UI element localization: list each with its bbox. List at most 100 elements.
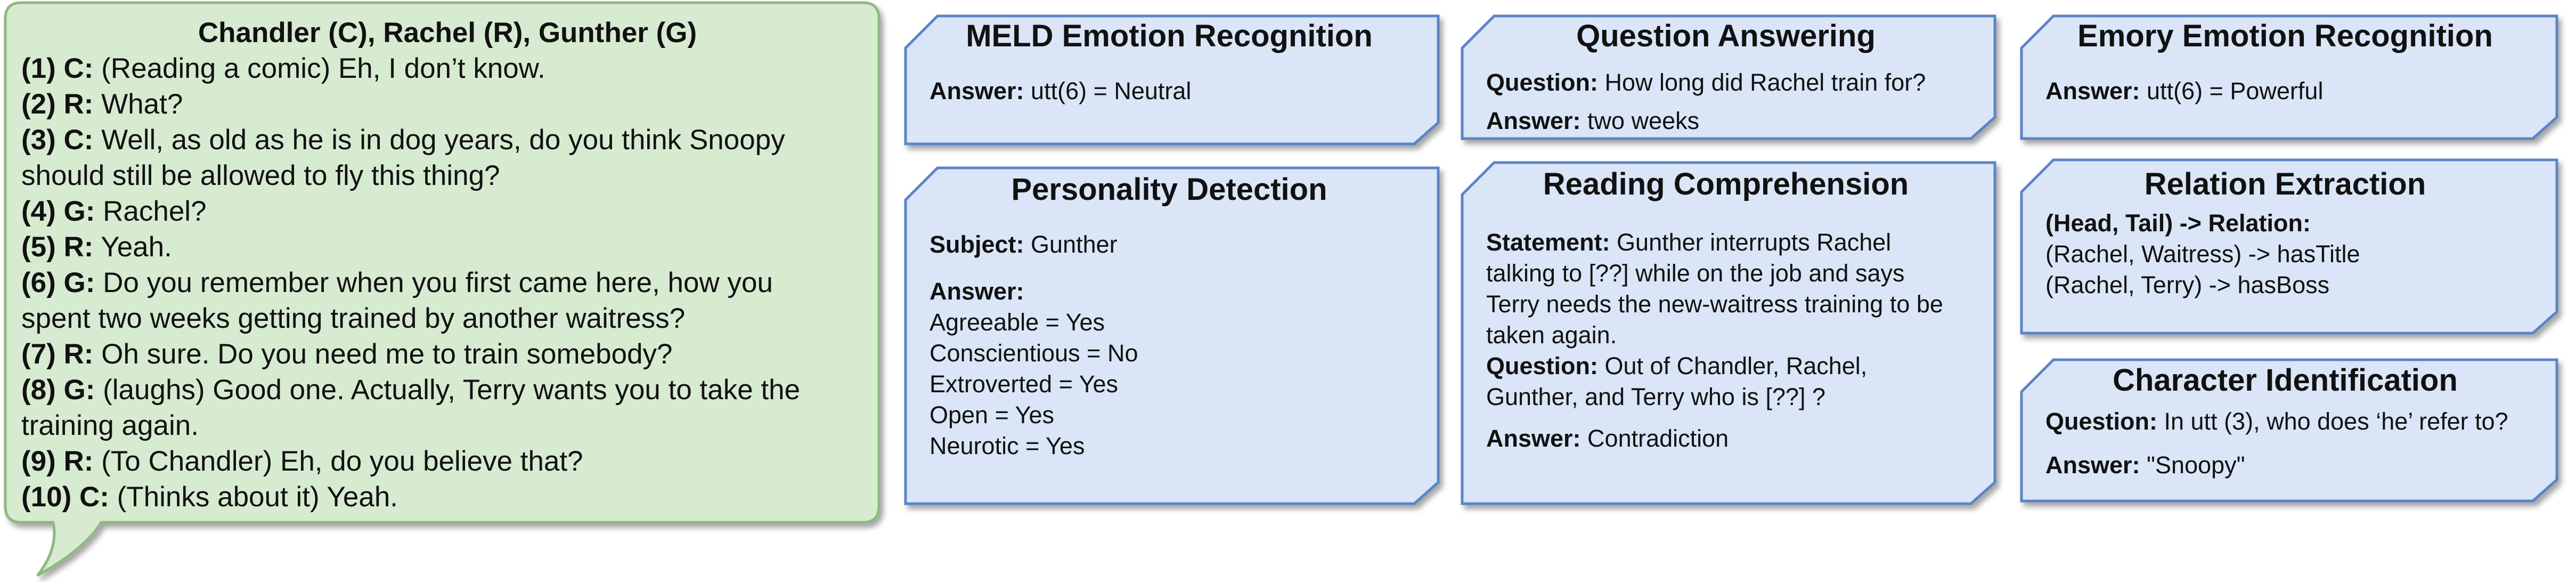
qa-box-shape xyxy=(1461,14,1996,140)
dialogue-turn: (4) G: Rachel? xyxy=(21,193,874,229)
speaker-tag: (1) C: xyxy=(21,53,94,84)
answer-label: Answer: xyxy=(1486,425,1581,452)
utterance-text: should still be allowed to fly this thin… xyxy=(21,160,500,191)
subject-value: Gunther xyxy=(1024,231,1118,258)
trait-row: Open = Yes xyxy=(930,401,1054,429)
answer-value: "Snoopy" xyxy=(2140,451,2245,479)
speaker-tag: (5) R: xyxy=(21,231,94,263)
meld-title: MELD Emotion Recognition xyxy=(966,19,1373,53)
qa-answer: Answer: two weeks xyxy=(1486,106,1966,136)
question-label: Question: xyxy=(1486,69,1598,96)
statement-label: Statement: xyxy=(1486,229,1610,256)
dialogue-turn-continued: spent two weeks getting trained by anoth… xyxy=(21,301,874,336)
statement-line: Statement: Gunther interrupts Rachel xyxy=(1486,227,1966,258)
relation-row: (Rachel, Terry) -> hasBoss xyxy=(2045,271,2330,298)
dialogue-turn: (8) G: (laughs) Good one. Actually, Terr… xyxy=(21,372,874,408)
emory-box-shape xyxy=(2020,14,2558,140)
meld-emotion-box: MELD Emotion Recognition Answer: utt(6) … xyxy=(930,17,1409,107)
relation-row: (Rachel, Waitress) -> hasTitle xyxy=(2045,240,2360,268)
dialogue-turn: (6) G: Do you remember when you first ca… xyxy=(21,265,874,301)
relation-extraction-box: Relation Extraction (Head, Tail) -> Rela… xyxy=(2045,165,2525,301)
speaker-tag: (3) C: xyxy=(21,124,94,156)
speaker-tag: (9) R: xyxy=(21,446,94,477)
question-label: Question: xyxy=(1486,352,1598,379)
dialogue-turn: (3) C: Well, as old as he is in dog year… xyxy=(21,122,874,158)
dialogue-turn: (5) R: Yeah. xyxy=(21,229,874,265)
trait-row: Conscientious = No xyxy=(930,340,1138,367)
speaker-tag: (10) C: xyxy=(21,481,109,513)
qa-question: Question: How long did Rachel train for? xyxy=(1486,67,1966,98)
dialogue-turn: (7) R: Oh sure. Do you need me to train … xyxy=(21,336,874,372)
dialogue-turn: (1) C: (Reading a comic) Eh, I don’t kno… xyxy=(21,51,874,86)
statement-line: talking to [??] while on the job and say… xyxy=(1486,260,1905,287)
speaker-tag: (7) R: xyxy=(21,338,94,370)
speaker-tag: (2) R: xyxy=(21,88,94,120)
dialogue-turn-continued: should still be allowed to fly this thin… xyxy=(21,158,874,193)
utterance-text: (To Chandler) Eh, do you believe that? xyxy=(93,446,583,477)
utterance-text: Well, as old as he is in dog years, do y… xyxy=(93,124,785,156)
utterance-text: Do you remember when you first came here… xyxy=(95,267,773,298)
personality-detection-box: Personality Detection Subject: Gunther A… xyxy=(930,171,1409,462)
dialogue-bubble xyxy=(4,1,881,577)
personality-box-shape xyxy=(904,166,1440,505)
question-value: How long did Rachel train for? xyxy=(1598,69,1926,96)
dialogue-turn-continued: training again. xyxy=(21,408,874,443)
character-identification-box: Character Identification Question: In ut… xyxy=(2045,361,2525,481)
dialogue-turn: (2) R: What? xyxy=(21,86,874,122)
qa-title: Question Answering xyxy=(1576,19,1876,53)
question-text: Out of Chandler, Rachel, xyxy=(1598,352,1868,379)
utterance-text: (Reading a comic) Eh, I don’t know. xyxy=(93,53,545,84)
speaker-tag: (8) G: xyxy=(21,374,95,406)
emory-title: Emory Emotion Recognition xyxy=(2077,19,2493,53)
answer-label: Answer: xyxy=(2045,77,2140,104)
relation-title: Relation Extraction xyxy=(2144,167,2426,201)
character-box-shape xyxy=(2020,358,2558,503)
question-line: Question: Out of Chandler, Rachel, xyxy=(1486,351,1966,382)
relation-header-label: (Head, Tail) -> Relation: xyxy=(2045,209,2311,237)
character-answer: Answer: "Snoopy" xyxy=(2045,450,2525,481)
personality-title: Personality Detection xyxy=(1011,172,1327,207)
statement-line: Terry needs the new-waitress training to… xyxy=(1486,290,1943,318)
emory-emotion-box: Emory Emotion Recognition Answer: utt(6)… xyxy=(2045,17,2525,107)
reading-answer: Answer: Contradiction xyxy=(1486,423,1966,454)
relation-box-shape xyxy=(2020,158,2558,335)
trait-row: Agreeable = Yes xyxy=(930,309,1105,336)
personality-answer-label: Answer: xyxy=(930,276,1409,307)
answer-label: Answer: xyxy=(2045,451,2140,479)
reading-box-shape xyxy=(1461,161,1996,505)
character-question: Question: In utt (3), who does ‘he’ refe… xyxy=(2045,406,2525,437)
dialogue-title: Chandler (C), Rachel (R), Gunther (G) xyxy=(198,17,697,48)
statement-text: Gunther interrupts Rachel xyxy=(1610,229,1892,256)
answer-value: Contradiction xyxy=(1580,425,1729,452)
answer-value: two weeks xyxy=(1580,107,1700,134)
utterance-text: What? xyxy=(93,88,183,120)
utterance-text: (Thinks about it) Yeah. xyxy=(109,481,398,513)
question-label: Question: xyxy=(2045,408,2157,435)
trait-row: Neurotic = Yes xyxy=(930,432,1085,459)
utterance-text: Yeah. xyxy=(93,231,172,263)
answer-label: Answer: xyxy=(1486,107,1581,134)
reading-title: Reading Comprehension xyxy=(1543,167,1909,201)
question-answering-box: Question Answering Question: How long di… xyxy=(1486,17,1966,136)
dialogue-turn: (10) C: (Thinks about it) Yeah. xyxy=(21,479,874,515)
trait-row: Extroverted = Yes xyxy=(930,370,1118,398)
answer-value: utt(6) = Powerful xyxy=(2140,77,2324,104)
dialogue-panel: Chandler (C), Rachel (R), Gunther (G) (1… xyxy=(21,15,874,515)
reading-comprehension-box: Reading Comprehension Statement: Gunther… xyxy=(1486,165,1966,454)
speaker-tag: (4) G: xyxy=(21,196,95,227)
answer-value: utt(6) = Neutral xyxy=(1024,77,1192,104)
answer-label: Answer: xyxy=(930,278,1024,305)
utterance-text: spent two weeks getting trained by anoth… xyxy=(21,303,686,334)
utterance-text: (laughs) Good one. Actually, Terry wants… xyxy=(95,374,801,406)
utterance-text: Oh sure. Do you need me to train somebod… xyxy=(93,338,673,370)
utterance-text: Rachel? xyxy=(95,196,207,227)
character-title: Character Identification xyxy=(2113,363,2458,398)
speaker-tag: (6) G: xyxy=(21,267,95,298)
emory-answer: Answer: utt(6) = Powerful xyxy=(2045,76,2525,107)
answer-label: Answer: xyxy=(930,77,1024,104)
relation-header: (Head, Tail) -> Relation: xyxy=(2045,208,2525,239)
subject-label: Subject: xyxy=(930,231,1024,258)
statement-line: taken again. xyxy=(1486,321,1617,349)
dialogue-turn: (9) R: (To Chandler) Eh, do you believe … xyxy=(21,443,874,479)
